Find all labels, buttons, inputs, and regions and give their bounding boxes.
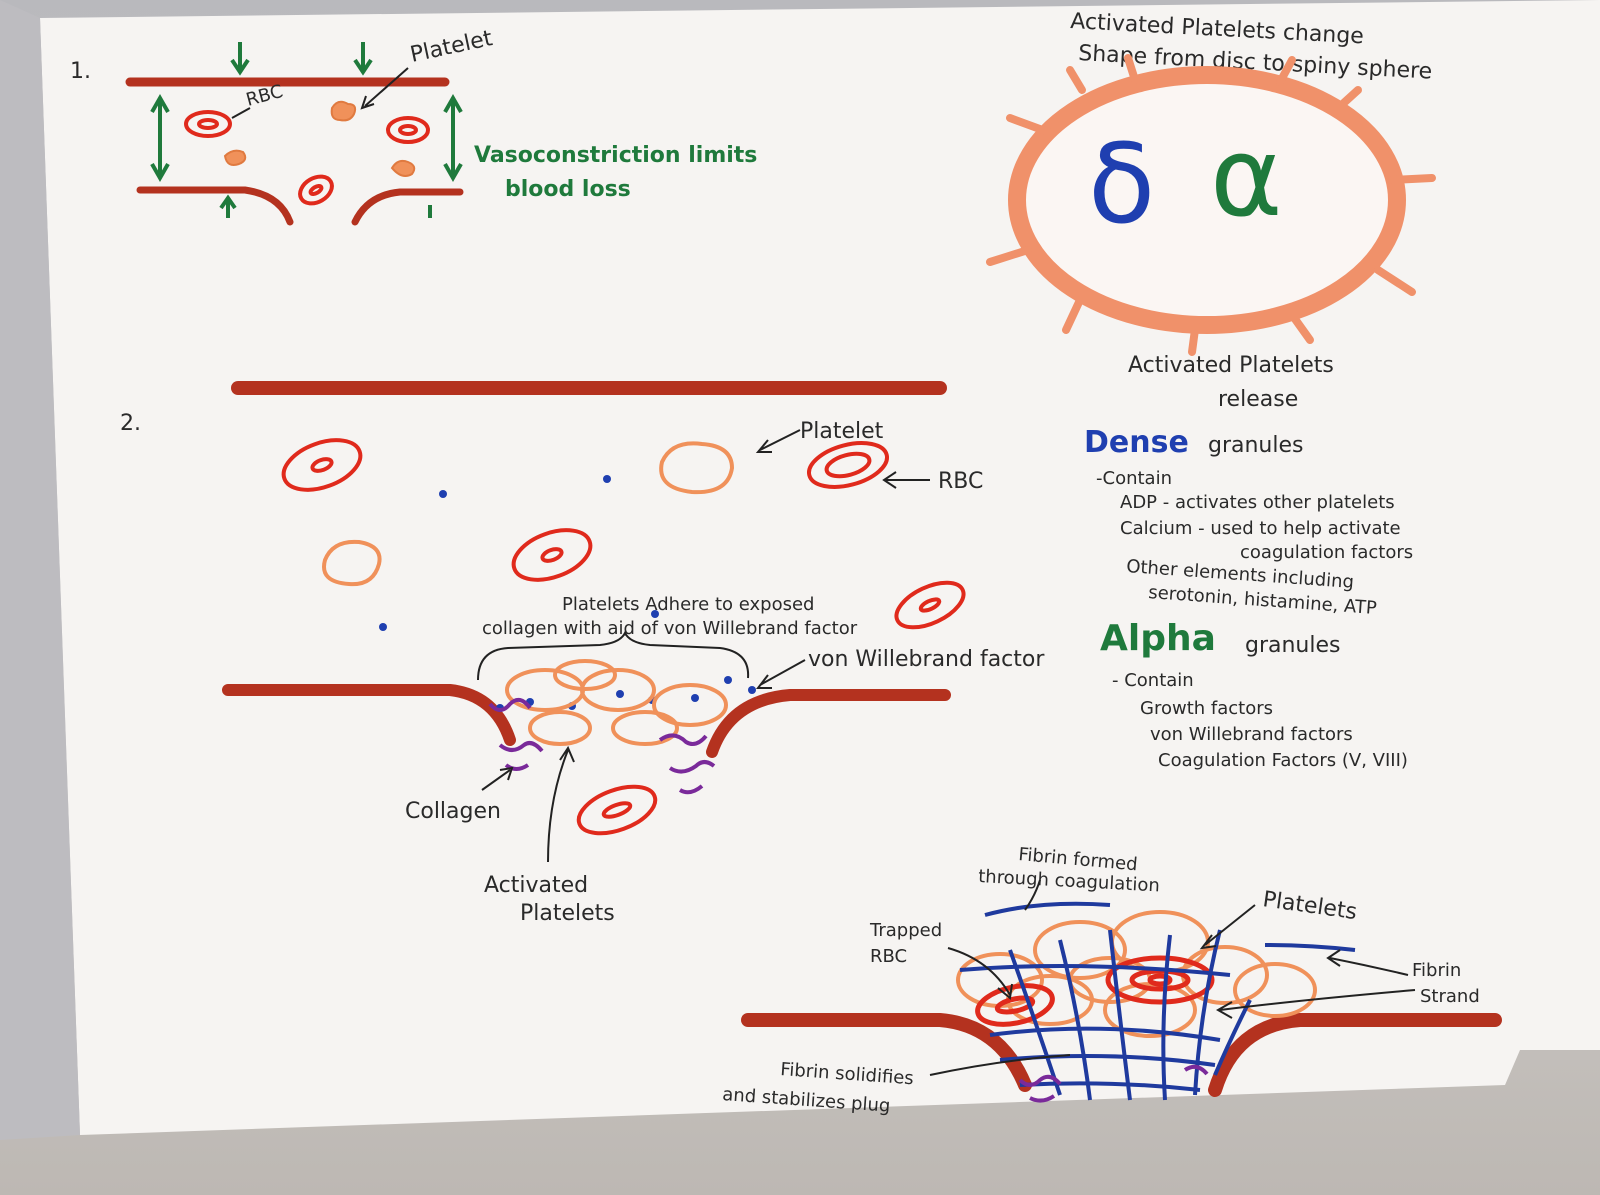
collagen-label: Collagen — [405, 799, 501, 824]
platelet-disc — [330, 100, 357, 122]
panel-3-fibrin-plug: Fibrin formed through coagulation Platel… — [722, 844, 1502, 1117]
vessel-bottom-wall-right — [351, 188, 464, 226]
rbc-cell — [298, 174, 334, 206]
alpha-item-vwf: von Willebrand factors — [1150, 724, 1353, 745]
alpha-contain: - Contain — [1112, 670, 1194, 691]
alpha-heading-rest: granules — [1245, 633, 1341, 658]
fibrin-strand-arrow-2 — [1215, 989, 1416, 1019]
alpha-granules-section: Alpha granules - Contain Growth factors … — [1100, 618, 1408, 771]
fibrin-formed-arrow — [1024, 879, 1041, 911]
dense-item-calcium-cont: coagulation factors — [1240, 542, 1413, 563]
collagen-fibers — [488, 697, 716, 795]
dense-heading-rest: granules — [1208, 433, 1304, 458]
fibrin-strand-line-2: Strand — [1420, 986, 1480, 1007]
paper-left-shadow — [0, 0, 80, 1140]
panel-3-platelets-arrow — [1199, 904, 1256, 950]
rbc-center — [308, 184, 324, 196]
vwf-label: von Willebrand factor — [808, 647, 1045, 672]
panel-2-rbc-arrow — [882, 471, 930, 489]
constriction-arrows — [150, 42, 463, 218]
panel-2-platelet-label: Platelet — [800, 419, 884, 444]
panel-2-platelets — [322, 441, 735, 587]
solidify-arrow — [929, 1054, 1071, 1076]
activated-label-line-1: Activated — [484, 873, 588, 898]
adhere-brace — [477, 630, 750, 681]
rbc-center — [197, 118, 219, 130]
panel-1-platelet-arrow — [360, 67, 409, 110]
fibrin-mesh — [959, 901, 1356, 1101]
rbc-cell — [386, 116, 430, 144]
fibrin-strand-arrow-1 — [1326, 949, 1409, 976]
panel-2-rbcs — [281, 438, 966, 836]
panel-1-caption-line-2: blood loss — [505, 177, 631, 202]
activated-arrow — [547, 745, 575, 863]
panel-3-collagen — [1018, 1064, 1209, 1103]
panel-2-platelet-adhesion: 2. — [120, 381, 1045, 926]
panel-1-rbc-arrow — [231, 107, 251, 119]
panel-2-rbc-label: RBC — [938, 469, 983, 494]
release-line-1: Activated Platelets — [1128, 353, 1334, 378]
vwf-arrow — [755, 659, 806, 689]
panel-1-number: 1. — [70, 59, 91, 84]
trapped-line-1: Trapped — [869, 920, 942, 941]
activated-platelet-cluster — [505, 659, 728, 746]
release-line-2: release — [1218, 387, 1298, 412]
collagen-arrow — [481, 766, 514, 791]
panel-1-rbcs — [184, 110, 430, 206]
platelet-disc — [223, 149, 247, 166]
panel-2-vessel-bottom-right — [706, 689, 951, 758]
panel-1-caption-line-1: Vasoconstriction limits — [474, 143, 757, 168]
dense-symbol: δ — [1088, 120, 1155, 248]
panel-1-platelets — [223, 100, 416, 177]
panel-3-vessel-left — [741, 1013, 1032, 1092]
panel-2-platelet-arrow — [755, 429, 801, 453]
trapped-line-2: RBC — [870, 946, 907, 967]
panel-2-number: 2. — [120, 411, 141, 436]
vessel-bottom-wall-left — [136, 186, 294, 226]
alpha-heading: Alpha — [1100, 618, 1216, 659]
panel-2-vessel-bottom-left — [222, 684, 516, 746]
adhere-line-2: collagen with aid of von Willebrand fact… — [482, 618, 858, 639]
spiny-platelet-sphere — [1008, 66, 1406, 334]
activated-platelet-panel: Activated Platelets change Shape from di… — [986, 9, 1436, 412]
alpha-item-coag: Coagulation Factors (V, VIII) — [1158, 750, 1408, 771]
activated-label-line-2: Platelets — [520, 901, 615, 926]
dense-item-adp: ADP - activates other platelets — [1120, 492, 1395, 513]
alpha-symbol: α — [1210, 113, 1283, 241]
alpha-item-growth: Growth factors — [1140, 698, 1273, 719]
platelet-spines — [986, 54, 1436, 356]
rbc-center — [398, 124, 418, 136]
adhere-line-1: Platelets Adhere to exposed — [562, 594, 814, 615]
rbc-cell — [184, 110, 232, 138]
panel-3-vessel-right — [1208, 1013, 1502, 1097]
dense-contain: -Contain — [1096, 468, 1172, 489]
dense-item-calcium: Calcium - used to help activate — [1120, 518, 1401, 539]
platelet-disc — [390, 159, 416, 177]
dense-heading: Dense — [1084, 425, 1189, 460]
fibrin-strand-line-1: Fibrin — [1412, 960, 1461, 981]
trapped-arrow — [947, 947, 1013, 1000]
